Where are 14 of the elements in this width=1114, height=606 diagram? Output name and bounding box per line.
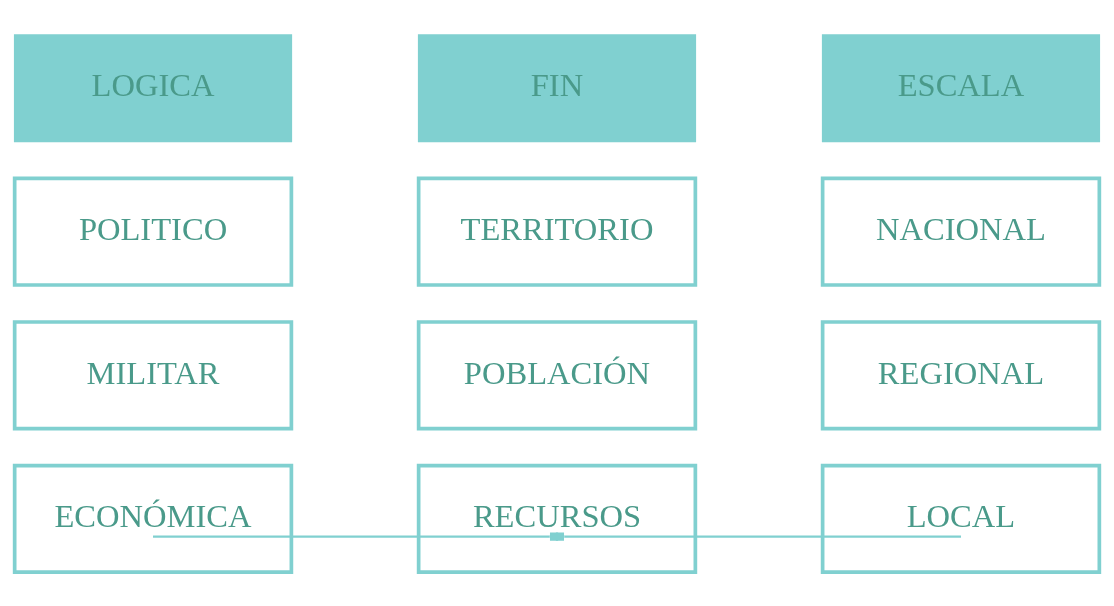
node-box: MILITAR (12, 319, 294, 430)
node-box: POBLACIÓN (416, 319, 698, 430)
node-box: ECONÓMICA (12, 463, 294, 574)
node-box: FIN (417, 33, 697, 142)
node-box: NACIONAL (820, 176, 1102, 287)
node-box: ESCALA (821, 33, 1101, 142)
node-box: RECURSOS (416, 463, 698, 574)
node-box: TERRITORIO (416, 176, 698, 287)
node-box: LOGICA (13, 33, 293, 142)
node-box: REGIONAL (820, 319, 1102, 430)
node-box: POLITICO (12, 176, 294, 287)
connector (153, 532, 559, 541)
connector (555, 532, 961, 541)
node-box: LOCAL (820, 463, 1102, 574)
